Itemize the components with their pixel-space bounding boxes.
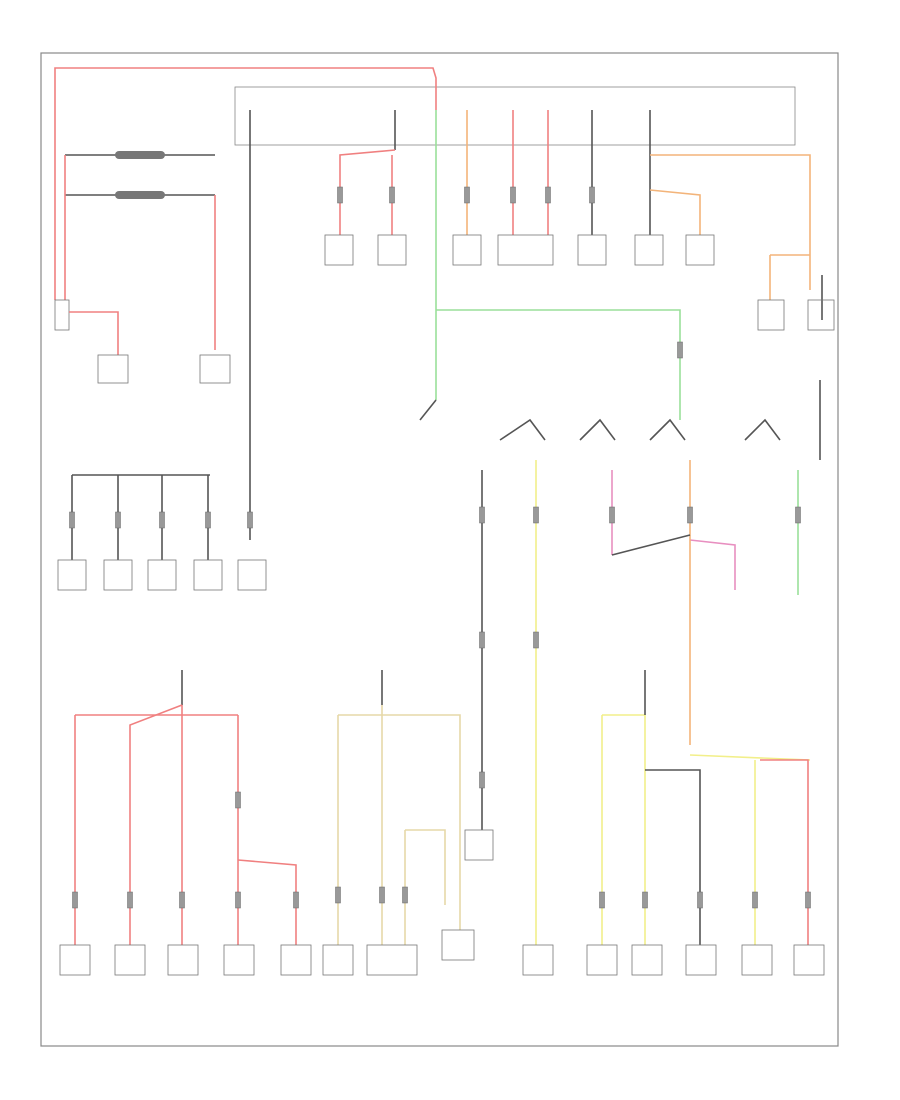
- connector-plug: [127, 891, 133, 909]
- left-module-group: [57, 474, 267, 591]
- connector-plug: [805, 891, 811, 909]
- connector-plug: [235, 891, 241, 909]
- bottom-component-row: [59, 944, 825, 976]
- connector-plug: [235, 791, 241, 809]
- connector-plug: [464, 186, 470, 204]
- connector-plug: [510, 186, 516, 204]
- connector-plug: [337, 186, 343, 204]
- fuse-box-taps: [249, 110, 823, 540]
- battery-starter-generator: [54, 299, 231, 384]
- bottom-right-yellow-circuit: [601, 670, 811, 945]
- connector-plug: [389, 186, 395, 204]
- connector-plug: [379, 886, 385, 904]
- connector-plug: [179, 891, 185, 909]
- connector-plug: [642, 891, 648, 909]
- connector-plug: [479, 506, 485, 524]
- connector-plug: [795, 506, 801, 524]
- fusible-links: [64, 151, 216, 350]
- connector-plug: [293, 891, 299, 909]
- connector-plug: [752, 891, 758, 909]
- connector-plug: [115, 511, 121, 529]
- top-component-row: [324, 234, 835, 331]
- connector-plug: [479, 771, 485, 789]
- connector-plug: [589, 186, 595, 204]
- fuse-box-outline: [234, 86, 796, 146]
- connector-plug: [677, 341, 683, 359]
- connector-plug: [335, 886, 341, 904]
- connector-plug: [609, 506, 615, 524]
- ignition-switch: [419, 309, 821, 460]
- connector-plug: [247, 511, 253, 529]
- connector-plug: [479, 631, 485, 649]
- connector-plug: [545, 186, 551, 204]
- connector-plug: [697, 891, 703, 909]
- connector-plug: [72, 891, 78, 909]
- battery-feed-wire: [54, 67, 437, 300]
- connector-plug: [69, 511, 75, 529]
- bottom-left-red-circuit: [74, 670, 297, 945]
- connector-plug: [533, 506, 539, 524]
- connector-plug: [533, 631, 539, 649]
- connector-plug: [402, 886, 408, 904]
- diagram-frame: [40, 52, 839, 1047]
- connector-plug: [599, 891, 605, 909]
- connector-plug: [687, 506, 693, 524]
- connector-plug: [205, 511, 211, 529]
- wire-connectors: [69, 186, 811, 909]
- ignition-outputs: [481, 460, 799, 945]
- bottom-middle-tan-circuit: [337, 670, 494, 961]
- connector-plug: [159, 511, 165, 529]
